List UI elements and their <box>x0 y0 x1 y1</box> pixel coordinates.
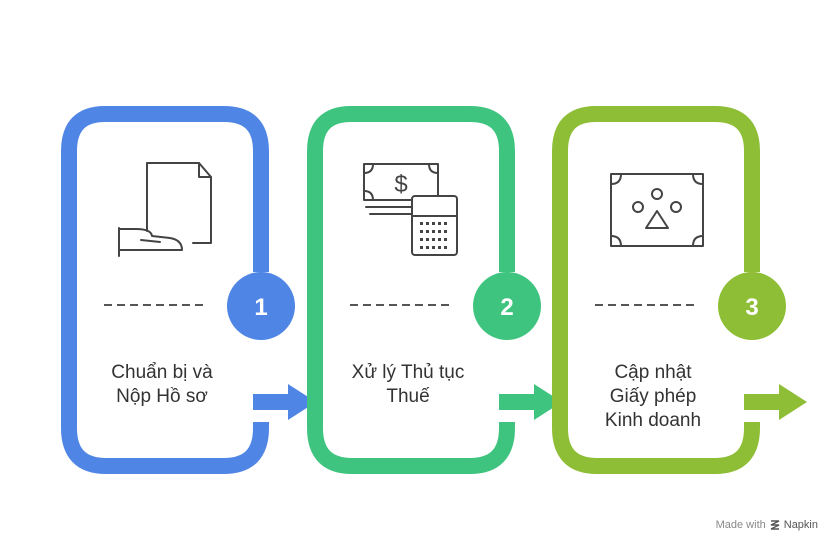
step-2-label: Xử lý Thủ tục Thuế <box>351 362 465 407</box>
step-1: 1 <box>61 106 316 474</box>
money-calculator-icon: $ <box>363 163 458 256</box>
step-1-arrow <box>253 384 316 420</box>
step-3: 3 <box>552 106 807 474</box>
footer-credit: Made with Napkin <box>716 519 818 531</box>
step-3-label: Cập nhật Giấy phép Kinh doanh <box>604 362 702 431</box>
step-2: 2 $ <box>307 106 562 474</box>
step-3-arrow <box>744 384 807 420</box>
step-1-frame <box>61 106 269 474</box>
step-3-frame <box>552 106 760 474</box>
svg-text:$: $ <box>394 171 407 198</box>
step-3-number: 3 <box>745 294 758 321</box>
license-certificate-icon <box>610 173 704 247</box>
step-1-badge <box>227 272 295 340</box>
hand-document-icon <box>118 162 212 257</box>
footer-made-with: Made with <box>715 519 766 531</box>
step-3-badge <box>718 272 786 340</box>
step-1-number: 1 <box>254 294 267 321</box>
step-2-badge <box>473 272 541 340</box>
step-2-number: 2 <box>500 294 513 321</box>
napkin-logo-icon <box>770 520 780 530</box>
step-1-label: Chuẩn bị và Nộp Hồ sơ <box>111 362 213 407</box>
step-2-frame <box>307 106 515 474</box>
footer-brand: Napkin <box>783 519 818 531</box>
step-2-arrow <box>499 384 562 420</box>
